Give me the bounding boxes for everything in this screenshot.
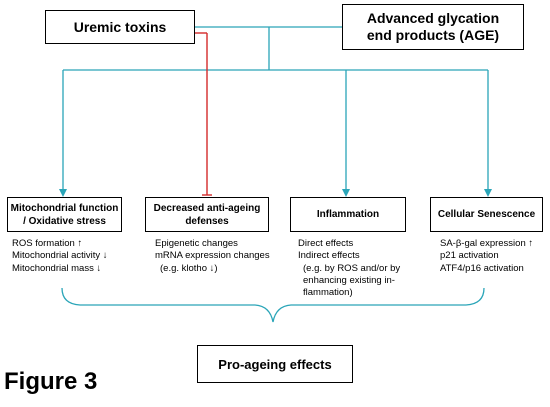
inflammation-node: Inflammation xyxy=(290,197,406,232)
detail-item: Mitochondrial mass ↓ xyxy=(12,262,102,274)
detail-item: Indirect effects xyxy=(298,250,360,262)
anti-ageing-node: Decreased anti-ageing defenses xyxy=(145,197,269,232)
arrowhead-senescence xyxy=(484,189,492,197)
pro-ageing-label: Pro-ageing effects xyxy=(218,356,332,372)
detail-item: ATF4/p16 activation xyxy=(440,262,524,274)
senescence-details: SA-β-gal expression ↑ p21 activation ATF… xyxy=(440,238,533,275)
mito-details: ROS formation ↑ Mitochondrial activity ↓… xyxy=(12,238,108,275)
age-label-line2: end products (AGE) xyxy=(366,27,500,43)
detail-item: Epigenetic changes xyxy=(155,238,238,249)
detail-item: ROS formation ↑ xyxy=(12,238,83,249)
mito-label-line2: / Oxidative stress xyxy=(23,215,106,227)
detail-item: (e.g. by ROS and/or by xyxy=(303,262,401,274)
arrowhead-mito xyxy=(59,189,67,197)
antiageing-label-line2: defenses xyxy=(185,215,229,227)
mitochondrial-node: Mitochondrial function / Oxidative stres… xyxy=(7,197,122,232)
senescence-node: Cellular Senescence xyxy=(430,197,543,232)
grouping-brace xyxy=(61,287,485,323)
detail-item: (e.g. klotho ↓) xyxy=(160,262,218,274)
senescence-label: Cellular Senescence xyxy=(437,209,536,220)
inflammation-label: Inflammation xyxy=(316,209,380,220)
uremic-toxins-node: Uremic toxins xyxy=(45,10,195,44)
figure-label: Figure 3 xyxy=(4,368,98,395)
antiageing-details: Epigenetic changes mRNA expression chang… xyxy=(155,238,270,275)
detail-item: flammation) xyxy=(303,287,353,299)
age-node: Advanced glycation end products (AGE) xyxy=(342,4,524,50)
uremic-toxins-label: Uremic toxins xyxy=(73,19,167,35)
detail-item: p21 activation xyxy=(440,250,499,262)
detail-item: Mitochondrial activity ↓ xyxy=(12,250,108,262)
pro-ageing-node: Pro-ageing effects xyxy=(197,345,353,383)
detail-item: Direct effects xyxy=(298,238,354,249)
arrowhead-inflammation xyxy=(342,189,350,197)
detail-item: mRNA expression changes xyxy=(155,250,270,262)
antiageing-label-line1: Decreased anti-ageing xyxy=(153,202,261,214)
inflammation-details: Direct effects Indirect effects (e.g. by… xyxy=(298,238,400,300)
age-label-line1: Advanced glycation xyxy=(366,9,500,26)
detail-item: enhancing existing in- xyxy=(303,275,395,287)
detail-item: SA-β-gal expression ↑ xyxy=(440,238,534,249)
mito-label-line1: Mitochondrial function xyxy=(10,202,119,214)
